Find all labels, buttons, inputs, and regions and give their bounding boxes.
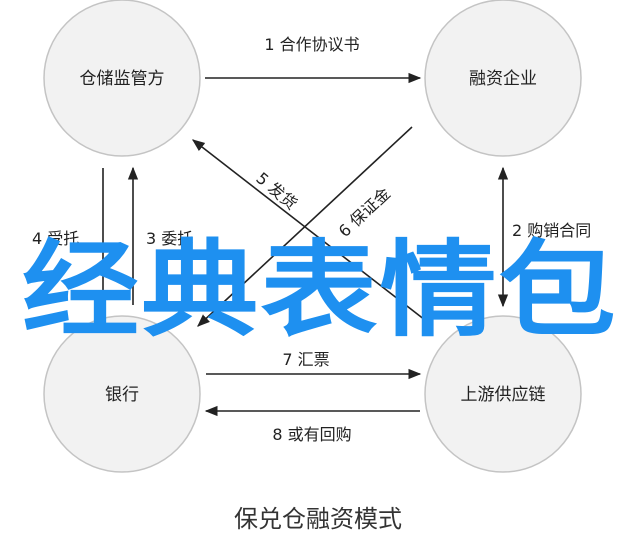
edge-1-label: 1 合作协议书 bbox=[264, 35, 359, 54]
edge-4-label: 4 受托 bbox=[32, 229, 79, 248]
edge-7-label: 7 汇票 bbox=[282, 350, 329, 369]
node-upstream: 上游供应链 bbox=[424, 315, 582, 473]
node-regulator: 仓储监管方 bbox=[43, 0, 201, 157]
node-upstream-label: 上游供应链 bbox=[461, 385, 546, 405]
node-regulator-circle bbox=[43, 0, 201, 157]
overlay-watermark-text: 经典表情包 bbox=[22, 229, 618, 351]
edge-6-arrow bbox=[197, 126, 413, 327]
node-regulator-label: 仓储监管方 bbox=[80, 69, 165, 89]
node-finance-company-label: 融资企业 bbox=[469, 69, 537, 89]
node-finance-company: 融资企业 bbox=[424, 0, 582, 157]
node-upstream-circle bbox=[424, 315, 582, 473]
edge-3-label: 3 委托 bbox=[146, 229, 193, 248]
node-bank: 银行 bbox=[43, 315, 201, 473]
diagram-caption: 保兑仓融资模式 bbox=[234, 505, 402, 533]
node-bank-circle bbox=[43, 315, 201, 473]
node-bank-label: 银行 bbox=[105, 385, 139, 405]
edge-8-label: 8 或有回购 bbox=[272, 425, 351, 444]
edge-2-label: 2 购销合同 bbox=[512, 221, 591, 240]
edge-5-arrow bbox=[191, 139, 426, 321]
node-finance-company-circle bbox=[424, 0, 582, 157]
